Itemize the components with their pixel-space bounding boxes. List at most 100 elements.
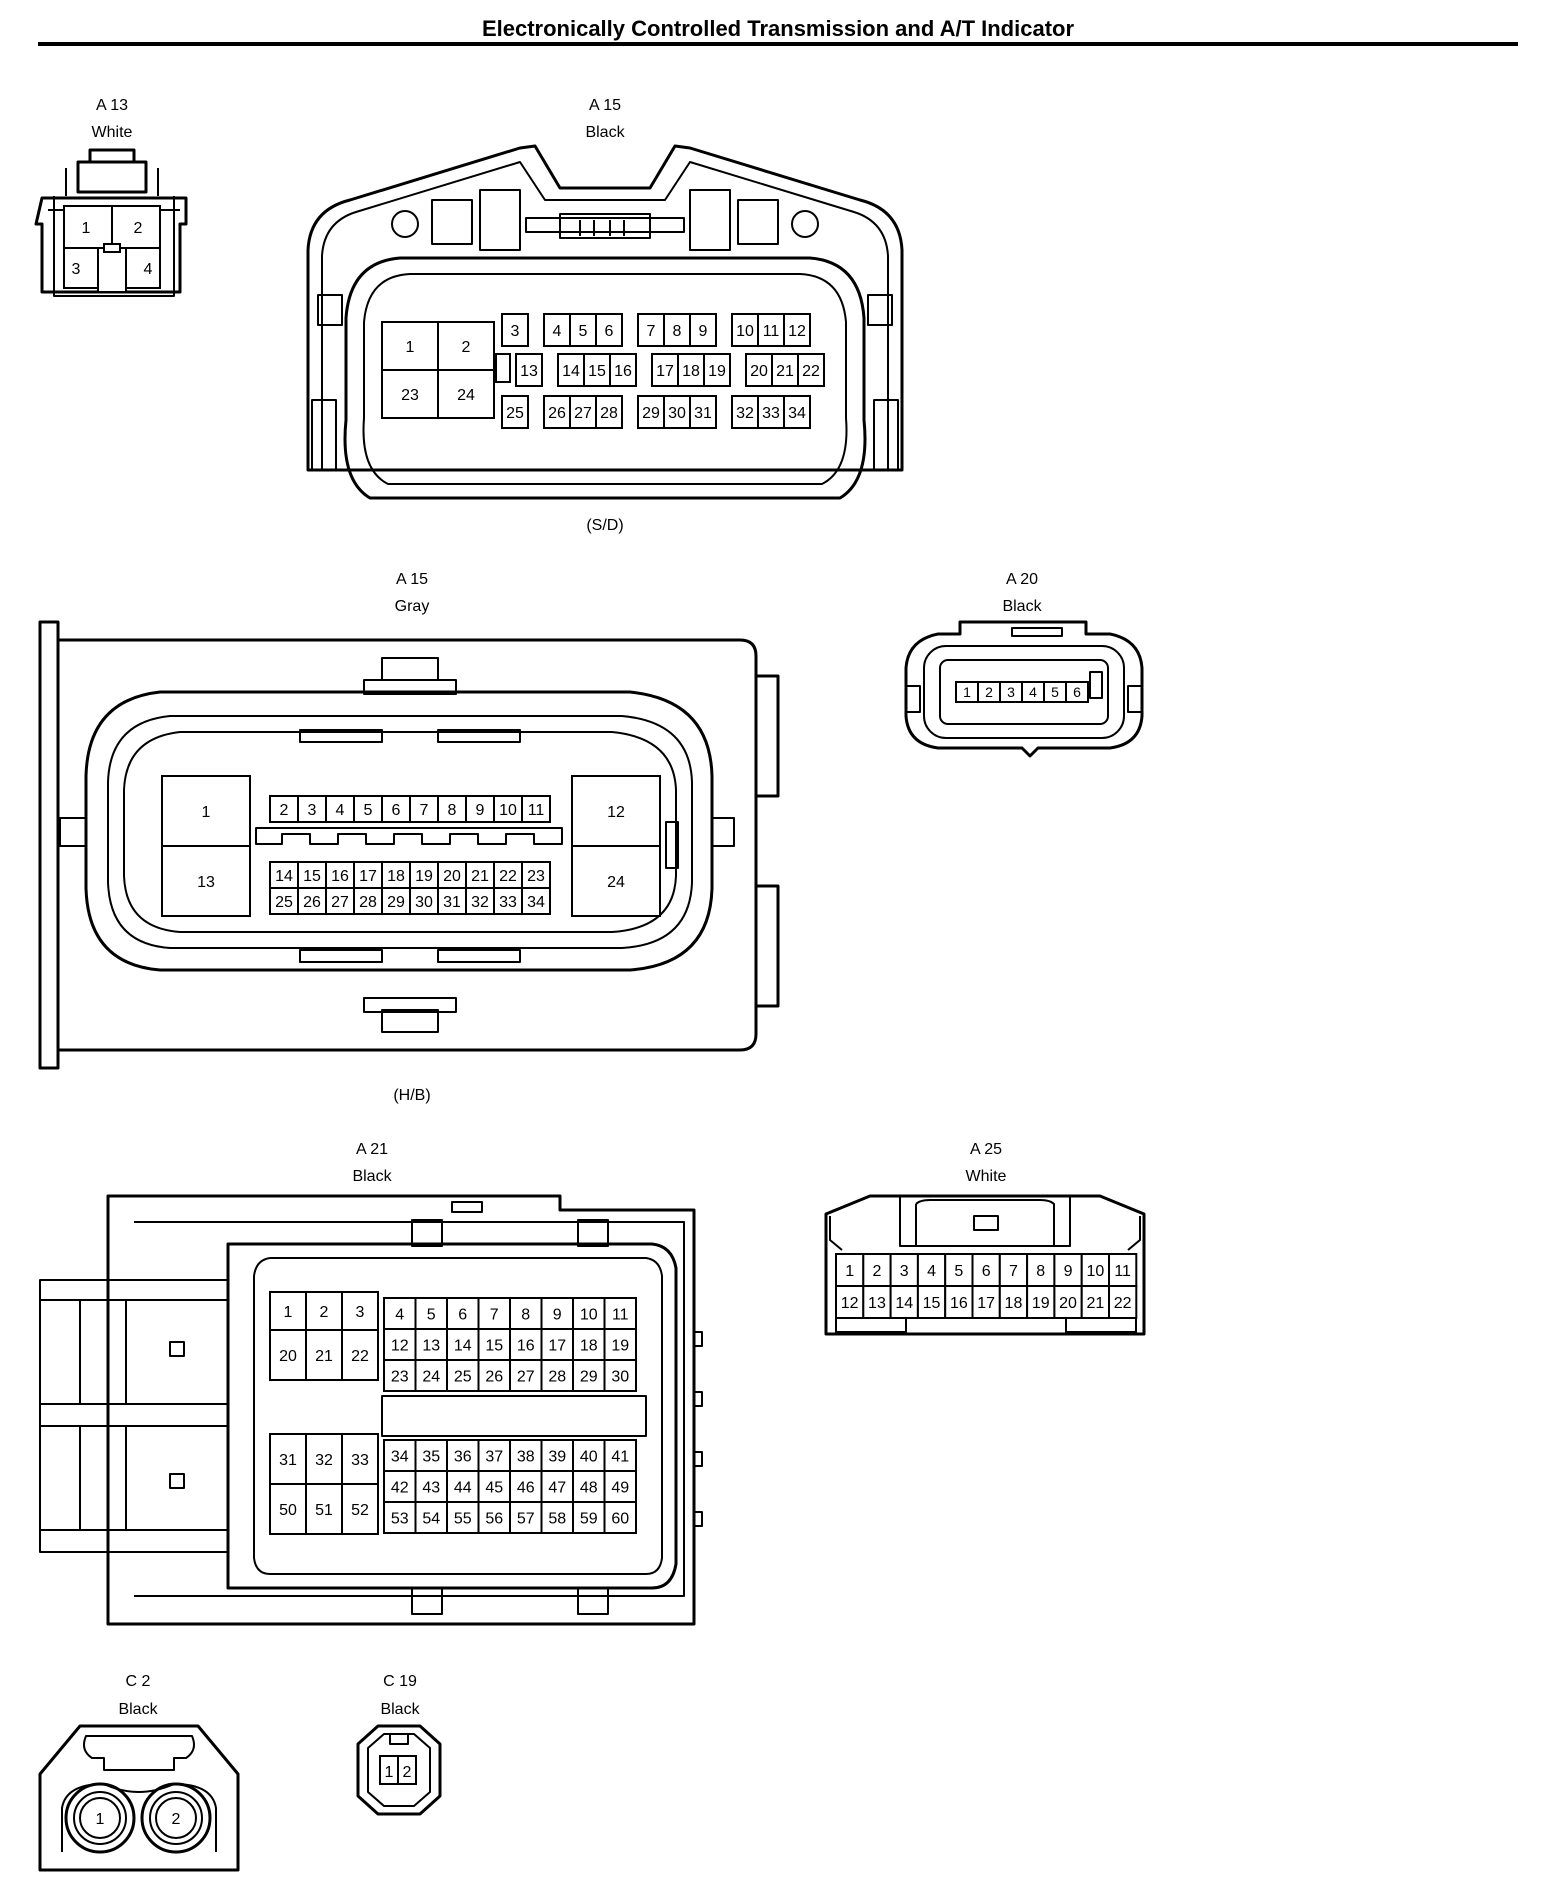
connector-a15-black-pin: 18: [682, 363, 700, 380]
connector-a15-black-pin: 33: [762, 405, 780, 422]
connector-a20-id: A 20: [1006, 571, 1038, 588]
connector-a21-pin-cell: [414, 1297, 448, 1330]
connector-a21-pin-cell: [305, 1329, 343, 1381]
connector-a15-black-color: Black: [585, 124, 625, 141]
connector-a15-black-pin-cell: [757, 313, 785, 347]
connector-a15-black-pin: 3: [511, 323, 520, 340]
connector-a20-pin: 3: [1007, 684, 1015, 700]
connector-a13-pin: 2: [134, 220, 143, 237]
connector-a15-gray-pin: 14: [275, 868, 293, 885]
connector-c19: C 19 Black 1 2: [356, 1673, 442, 1816]
connector-a21-pin-cell: [477, 1328, 511, 1361]
connector-a21-pin-cell: [572, 1328, 606, 1361]
connector-c19-pin: 1: [385, 1764, 394, 1781]
connector-a15-black-pin: 2: [462, 339, 471, 356]
connector-c2-color: Black: [118, 1701, 158, 1718]
connector-a21-pin-cell: [305, 1433, 343, 1485]
connector-c2-housing: [38, 1724, 240, 1872]
connector-a15-black-pin-cell: [783, 313, 811, 347]
connector-a21-pin-cell: [446, 1439, 480, 1472]
connector-a15-black-pin-cell: [703, 353, 731, 387]
connector-a21-pin: 47: [548, 1479, 566, 1496]
connector-a15-gray-pin: 26: [303, 894, 321, 911]
connector-a25-pin-cell: [971, 1253, 1001, 1287]
connector-a15-black-pin: 16: [614, 363, 632, 380]
connector-a15-gray-pin: 9: [476, 802, 485, 819]
connector-a15-black-pin-cell: [637, 313, 665, 347]
connector-a15-black-pin: 4: [553, 323, 562, 340]
connector-a21-pin: 10: [580, 1306, 598, 1323]
connector-a21-pin: 20: [279, 1348, 297, 1365]
connector-a21-pin: 53: [391, 1510, 409, 1527]
connector-a15-black-pin: 6: [605, 323, 614, 340]
connector-a21-pin: 46: [517, 1479, 535, 1496]
connector-a15-black-pin-cell: [689, 395, 717, 429]
connector-a21-pin: 59: [580, 1510, 598, 1527]
connector-a25-id: A 25: [970, 1141, 1002, 1158]
connector-a15-gray-pin: 24: [607, 874, 625, 891]
connector-a15-black-pin-cell: [731, 313, 759, 347]
connector-a15-black-pin: 26: [548, 405, 566, 422]
connector-a21-pin-cell: [446, 1470, 480, 1503]
connector-c19-pin: 2: [403, 1764, 412, 1781]
connector-a15-black-pin-cell: [783, 395, 811, 429]
connector-a15-black-pin-cell: [501, 395, 529, 429]
connector-c2-pin: 2: [172, 1811, 181, 1828]
connector-a15-black-pin: 5: [579, 323, 588, 340]
page-title: Electronically Controlled Transmission a…: [482, 16, 1075, 41]
connector-a25-pin: 4: [927, 1263, 936, 1280]
connector-a15-black-pin: 32: [736, 405, 754, 422]
connector-a15-gray-housing: [38, 620, 780, 1070]
connector-a21-pin: 30: [611, 1368, 629, 1385]
connector-a15-gray-pin: 4: [336, 802, 345, 819]
connector-a15-gray-pin-cell: [297, 795, 327, 823]
connector-a21-pin-cell: [269, 1291, 307, 1331]
connector-a15-black-pin: 11: [763, 323, 780, 340]
connector-a21-pin: 26: [485, 1368, 503, 1385]
connector-a13-pin: 3: [72, 261, 81, 278]
connector-a15-gray-pin-cell: [465, 795, 495, 823]
connector-a21-pin-cell: [446, 1328, 480, 1361]
connector-a15-gray-pin-cell: [161, 775, 251, 847]
connector-a15-black-pin: 27: [574, 405, 592, 422]
connector-a21-pin: 31: [279, 1452, 297, 1469]
connector-a20-pin: 5: [1051, 684, 1059, 700]
connector-a15-gray-pin-cell: [437, 795, 467, 823]
connector-a21-pin: 52: [351, 1502, 369, 1519]
connector-a15-gray-pin: 15: [303, 868, 321, 885]
connector-a15-gray-pin: 2: [280, 802, 289, 819]
connector-a20-pin-cell: [1065, 681, 1089, 703]
connector-a15-gray-pin: 3: [308, 802, 317, 819]
connector-c2-id: C 2: [126, 1673, 151, 1690]
connector-a21-pin: 42: [391, 1479, 409, 1496]
connector-a21-pin: 14: [454, 1337, 472, 1354]
connector-a21-pin: 40: [580, 1448, 598, 1465]
connector-a15-gray-pin-cell: [521, 861, 551, 889]
connector-a25-pin: 15: [923, 1295, 941, 1312]
connector-a13-id: A 13: [96, 97, 128, 114]
connector-a13-pin: 4: [144, 261, 153, 278]
connector-a15-gray-pin-cell: [161, 845, 251, 917]
connector-a15-black-pin: 17: [656, 363, 674, 380]
connector-a15-gray-pin: 28: [359, 894, 377, 911]
connector-a21-pin: 23: [391, 1368, 409, 1385]
connector-a15-gray-pin: 22: [499, 868, 517, 885]
connector-a21-housing: [39, 1194, 703, 1626]
connector-c2-pin: 1: [96, 1811, 105, 1828]
connector-a21-pin: 44: [454, 1479, 472, 1496]
connector-a21-pin: 4: [395, 1306, 404, 1323]
connector-a15-gray-pin-cell: [493, 887, 523, 915]
connector-a15-black-pin: 25: [506, 405, 524, 422]
connector-a15-gray-pin: 5: [364, 802, 373, 819]
connector-a13: A 13 White 1 2 3 4: [34, 97, 188, 297]
connector-a21-pin-cell: [383, 1470, 417, 1503]
connector-a21-pin: 29: [580, 1368, 598, 1385]
connector-a25-pin: 2: [872, 1263, 881, 1280]
